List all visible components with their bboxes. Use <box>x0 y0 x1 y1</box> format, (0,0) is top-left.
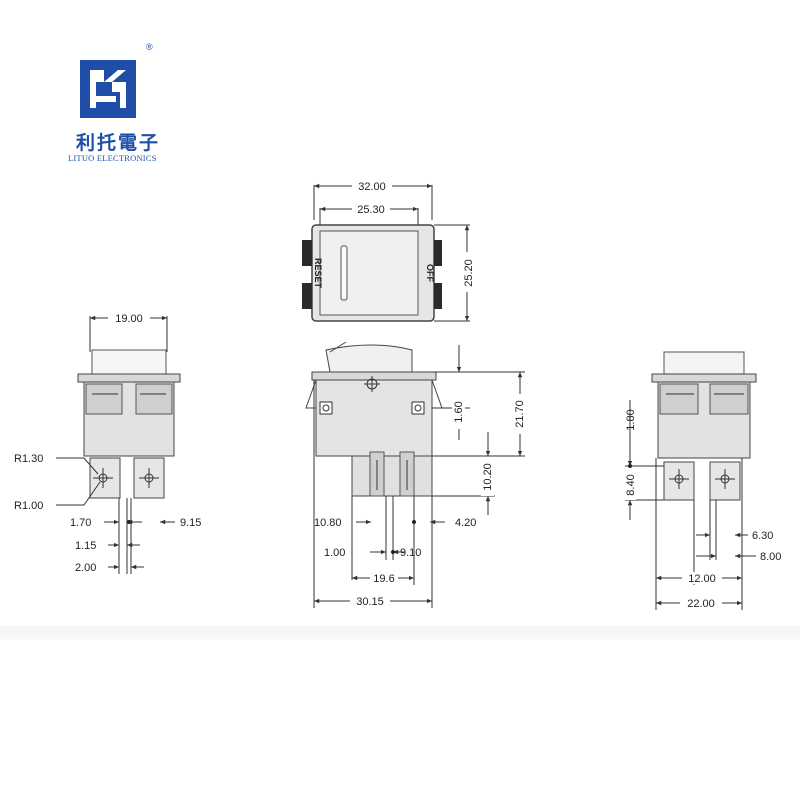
dim-left-width: 19.00 <box>115 313 143 325</box>
logo-chinese-name: 利托電子 <box>76 132 161 154</box>
dim-9-10: 9.10 <box>400 547 421 559</box>
registered-mark: ® <box>146 42 153 52</box>
front-view <box>305 341 525 608</box>
logo-mark-icon: ® <box>80 42 153 118</box>
dim-1-00: 1.00 <box>324 547 345 559</box>
dim-overall-width: 32.00 <box>358 181 386 193</box>
dim-1-80: 1.80 <box>625 409 637 430</box>
dim-1-60: 1.60 <box>453 401 465 422</box>
left-view-labels: 19.00 R1.30 R1.00 1.70 9.15 1.15 2.00 <box>14 311 201 574</box>
top-view-labels: 32.00 25.30 25.20 RESET OFF <box>313 179 475 292</box>
right-view-labels: 1.80 8.40 6.30 8.00 12.00 22.00 <box>623 409 781 610</box>
dim-9-15: 9.15 <box>180 517 201 529</box>
logo-english-name: LITUO ELECTRONICS <box>68 153 157 163</box>
dim-22-00: 22.00 <box>687 598 715 610</box>
dim-4-20: 4.20 <box>455 517 476 529</box>
dim-radius-outer: R1.30 <box>14 453 43 465</box>
dim-radius-inner: R1.00 <box>14 500 43 512</box>
dim-19-6: 19.6 <box>373 573 394 585</box>
dim-21-70: 21.70 <box>514 400 526 428</box>
dim-1-70: 1.70 <box>70 517 91 529</box>
dim-6-30: 6.30 <box>752 530 773 542</box>
dim-10-20: 10.20 <box>482 463 494 491</box>
dim-10-80: 10.80 <box>314 517 342 529</box>
off-label: OFF <box>425 264 435 282</box>
dim-rocker-width: 25.30 <box>357 204 385 216</box>
right-view <box>625 351 757 610</box>
left-view <box>56 315 181 574</box>
front-view-labels: 1.60 21.70 10.20 10.80 4.20 1.00 9.10 19… <box>314 394 526 608</box>
dim-8-40: 8.40 <box>625 474 637 495</box>
dim-top-height: 25.20 <box>463 259 475 287</box>
dim-12-00: 12.00 <box>688 573 716 585</box>
reset-label: RESET <box>313 258 323 289</box>
company-logo: ® <box>60 40 200 180</box>
dim-2-00: 2.00 <box>75 562 96 574</box>
dim-1-15: 1.15 <box>75 540 96 552</box>
dim-8-00: 8.00 <box>760 551 781 563</box>
footer-band <box>0 626 800 640</box>
dim-30-15: 30.15 <box>356 596 384 608</box>
